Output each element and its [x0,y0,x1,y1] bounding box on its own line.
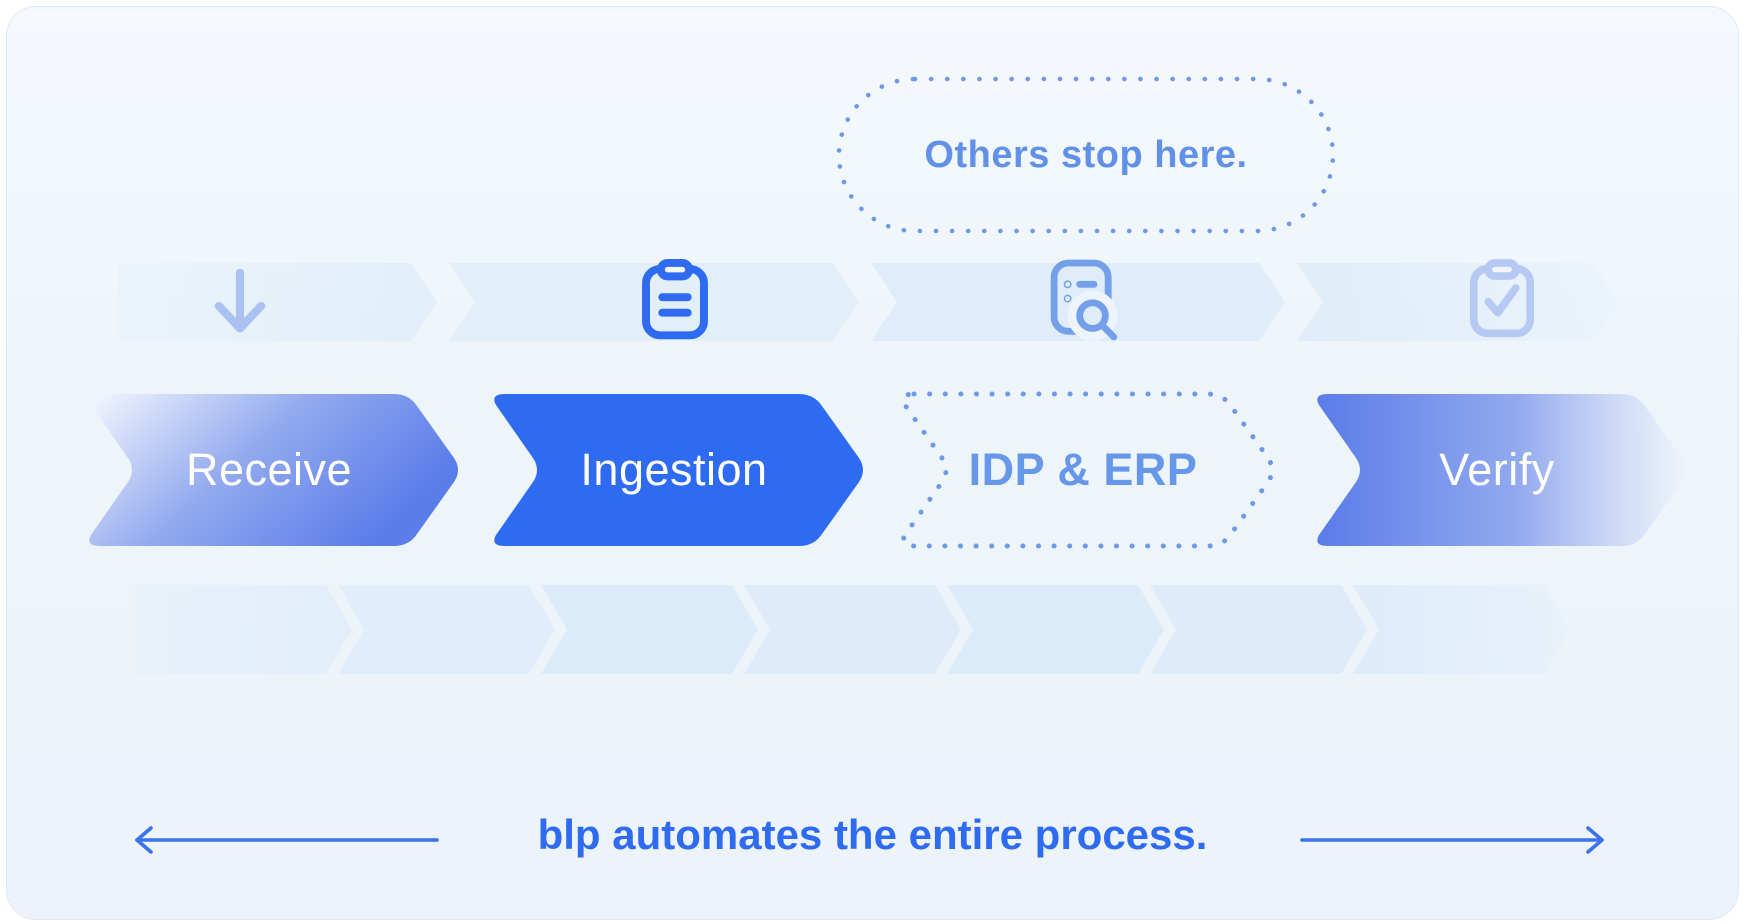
infographic-card: Others stop here. [6,6,1739,920]
icon-strip-segment [1297,263,1619,341]
ghost-segment [135,585,352,674]
step-label: Ingestion [580,444,768,495]
ghost-segment [1150,585,1367,674]
icon-strip-segment [118,263,437,341]
ghost-segment [338,585,555,674]
arrow-right-icon [1295,825,1610,860]
footer-caption: blp automates the entire process. [537,811,1208,858]
ghost-segment [947,585,1164,674]
clipboard-icon [641,258,709,341]
step-label: Verify [1439,444,1555,495]
ghost-segment [744,585,961,674]
ghost-segment [541,585,758,674]
step-label: Receive [185,444,353,495]
step-idp-erp: IDP & ERP [885,391,1281,549]
ghost-segment [1353,585,1570,674]
icon-strip-segment [449,263,859,341]
arrow-down-icon [208,265,272,339]
process-row: Receive Ingestion IDP & ERP Verify [7,391,1738,549]
step-label: IDP & ERP [968,444,1198,495]
arrow-left-icon [129,825,444,860]
ghost-strip [7,585,1738,674]
icon-strip [7,263,1738,341]
document-search-icon [1047,257,1121,343]
callout-label: Others stop here. [924,133,1248,176]
clipboard-check-icon [1469,259,1535,339]
step-verify: Verify [1297,394,1697,546]
step-ingestion: Ingestion [479,394,869,546]
callout-pill: Others stop here. [835,75,1337,235]
step-receive: Receive [74,394,464,546]
